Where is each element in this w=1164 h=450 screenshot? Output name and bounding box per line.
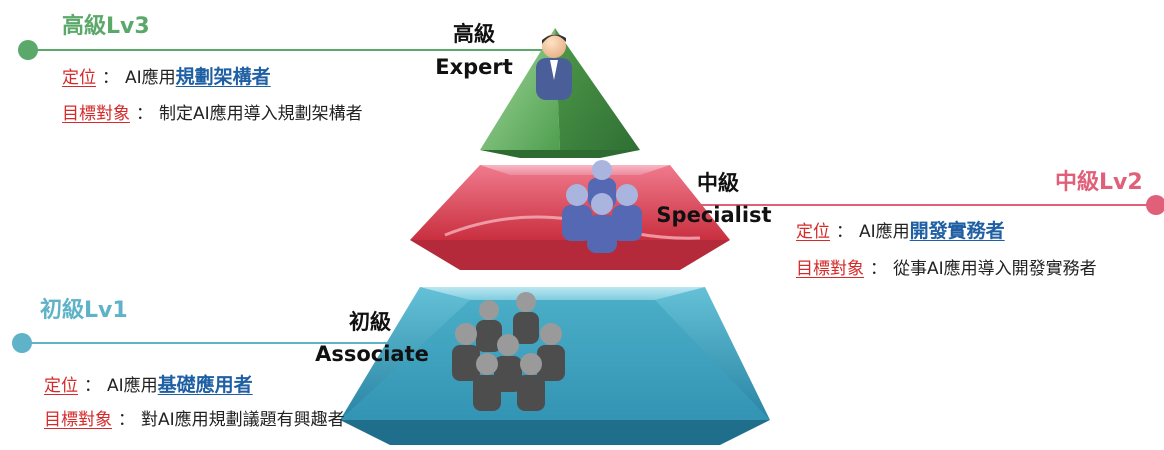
position-role: 規劃架構者 xyxy=(175,66,271,88)
intermediate-tier-en: Specialist xyxy=(656,203,772,227)
position-prefix: AI應用 xyxy=(107,376,158,396)
advanced-position: 定位 ： AI應用規劃架構者 xyxy=(62,68,271,87)
separator: ： xyxy=(84,376,101,396)
target-key: 目標對象 xyxy=(796,259,864,279)
position-key: 定位 xyxy=(62,68,96,88)
intermediate-target: 目標對象 ： 從事AI應用導入開發實務者 xyxy=(796,261,1097,278)
position-key: 定位 xyxy=(44,376,78,396)
connector-lines xyxy=(12,40,1164,353)
separator: ： xyxy=(102,68,119,88)
intermediate-tier-cn: 中級 xyxy=(697,171,739,195)
position-prefix: AI應用 xyxy=(125,68,176,88)
beginner-tier-shape xyxy=(340,287,770,445)
advanced-target: 目標對象 ： 制定AI應用導入規劃架構者 xyxy=(62,106,363,123)
position-key: 定位 xyxy=(796,222,830,242)
target-key: 目標對象 xyxy=(62,104,130,124)
target-text: 從事AI應用導入開發實務者 xyxy=(893,259,1097,279)
expert-person-icon xyxy=(536,34,572,100)
advanced-tier-shape xyxy=(480,28,640,158)
advanced-tier-en: Expert xyxy=(435,55,513,79)
position-role: 基礎應用者 xyxy=(157,374,253,396)
position-role: 開發實務者 xyxy=(909,220,1005,242)
beginner-position: 定位 ： AI應用基礎應用者 xyxy=(44,376,253,395)
intermediate-position: 定位 ： AI應用開發實務者 xyxy=(796,222,1005,241)
separator: ： xyxy=(836,222,853,242)
target-text: 對AI應用規劃議題有興趣者 xyxy=(141,410,345,430)
specialist-people-icon xyxy=(562,160,642,253)
target-key: 目標對象 xyxy=(44,410,112,430)
separator: ： xyxy=(118,410,135,430)
target-text: 制定AI應用導入規劃架構者 xyxy=(159,104,363,124)
advanced-level-badge: 高級Lv3 xyxy=(62,14,150,39)
beginner-tier-en: Associate xyxy=(315,342,429,366)
beginner-target: 目標對象 ： 對AI應用規劃議題有興趣者 xyxy=(44,412,345,429)
beginner-tier-cn: 初級 xyxy=(349,310,391,334)
separator: ： xyxy=(870,259,887,279)
position-prefix: AI應用 xyxy=(859,222,910,242)
separator: ： xyxy=(136,104,153,124)
advanced-tier-cn: 高級 xyxy=(453,22,495,46)
associate-people-icon xyxy=(452,292,565,411)
beginner-level-badge: 初級Lv1 xyxy=(40,298,128,323)
intermediate-level-badge: 中級Lv2 xyxy=(1055,170,1143,195)
